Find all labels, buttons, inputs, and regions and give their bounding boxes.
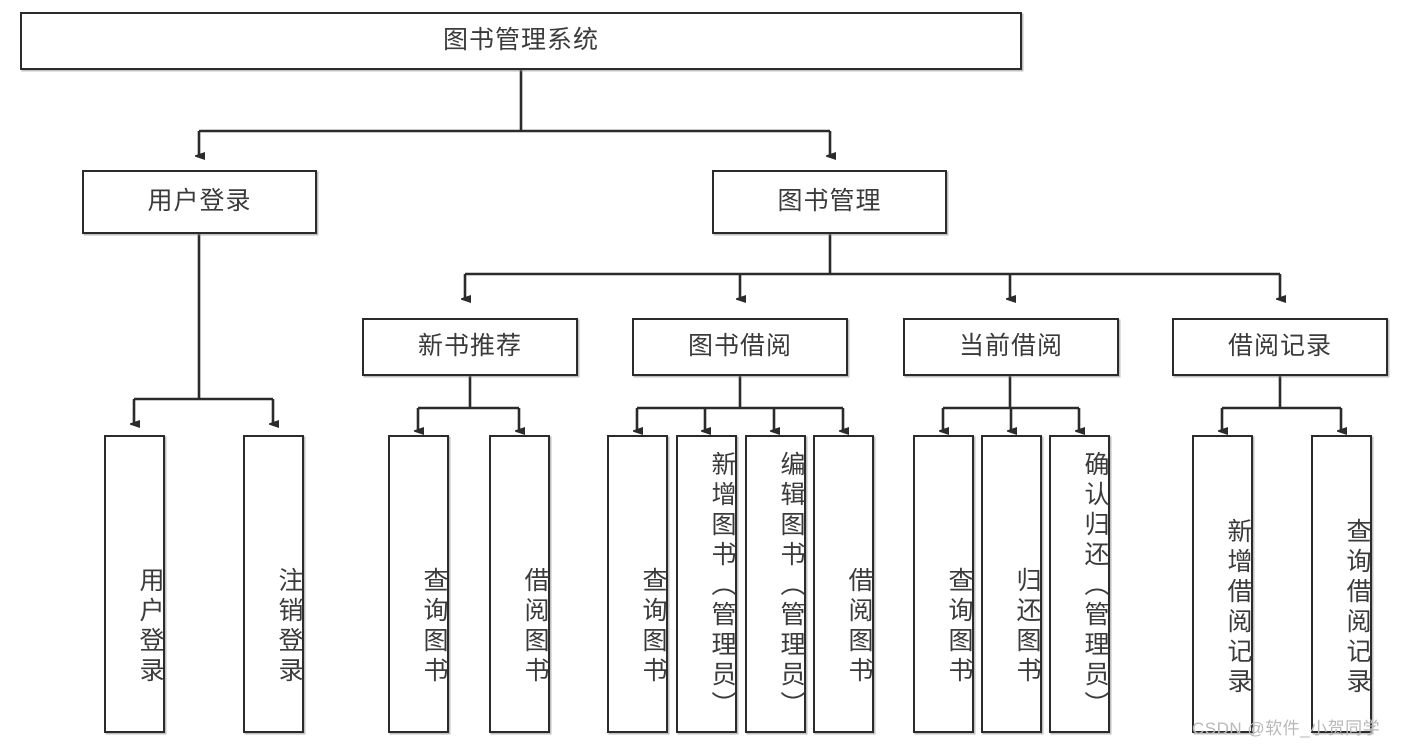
node-label: 确认归还（管理员） <box>1081 451 1109 721</box>
node-label: 用户登录 <box>147 187 252 216</box>
leaf-borrow-record-add-record[interactable]: 新增借阅记录 <box>1192 435 1253 733</box>
leaf-new-book-query-book[interactable]: 查询图书 <box>388 435 449 733</box>
node-label: 注销登录 <box>275 566 303 687</box>
leaf-book-borrow-query-book[interactable]: 查询图书 <box>607 435 668 733</box>
node-label: 图书借阅 <box>687 332 792 361</box>
node-label: 新增图书（管理员） <box>708 451 736 721</box>
node-label: 图书管理 <box>777 187 882 216</box>
node-label: 新增借阅记录 <box>1224 518 1252 698</box>
node-label: 图书管理系统 <box>442 26 599 55</box>
node-label: 用户登录 <box>136 566 164 687</box>
node-label: 借阅图书 <box>521 566 549 687</box>
leaf-current-borrow-confirm-return-admin[interactable]: 确认归还（管理员） <box>1049 435 1110 733</box>
node-label: 编辑图书（管理员） <box>777 451 805 721</box>
node-root-book-management-system[interactable]: 图书管理系统 <box>20 12 1022 70</box>
leaf-user-login-login[interactable]: 用户登录 <box>104 435 165 733</box>
node-book-management[interactable]: 图书管理 <box>712 170 947 234</box>
node-user-login[interactable]: 用户登录 <box>82 170 317 234</box>
node-label: 归还图书 <box>1013 566 1041 687</box>
leaf-book-borrow-add-book-admin[interactable]: 新增图书（管理员） <box>676 435 737 733</box>
leaf-book-borrow-edit-book-admin[interactable]: 编辑图书（管理员） <box>745 435 806 733</box>
node-label: 新书推荐 <box>417 332 522 361</box>
node-new-book-recommend[interactable]: 新书推荐 <box>362 318 578 376</box>
node-book-borrow[interactable]: 图书借阅 <box>632 318 848 376</box>
leaf-borrow-record-query-record[interactable]: 查询借阅记录 <box>1311 435 1372 733</box>
node-label: 查询借阅记录 <box>1343 518 1371 698</box>
node-current-borrow[interactable]: 当前借阅 <box>903 318 1119 376</box>
node-label: 借阅记录 <box>1227 332 1332 361</box>
node-borrow-record[interactable]: 借阅记录 <box>1172 318 1388 376</box>
leaf-current-borrow-query-book[interactable]: 查询图书 <box>913 435 974 733</box>
node-label: 查询图书 <box>945 566 973 687</box>
leaf-current-borrow-return-book[interactable]: 归还图书 <box>981 435 1042 733</box>
node-label: 查询图书 <box>639 566 667 687</box>
node-label: 查询图书 <box>420 566 448 687</box>
csdn-watermark: CSDN @软件_小贺同学 <box>1192 719 1381 738</box>
leaf-book-borrow-borrow-book[interactable]: 借阅图书 <box>813 435 874 733</box>
node-label: 当前借阅 <box>958 332 1063 361</box>
node-label: 借阅图书 <box>845 566 873 687</box>
leaf-user-login-logout[interactable]: 注销登录 <box>243 435 304 733</box>
leaf-new-book-borrow-book[interactable]: 借阅图书 <box>489 435 550 733</box>
